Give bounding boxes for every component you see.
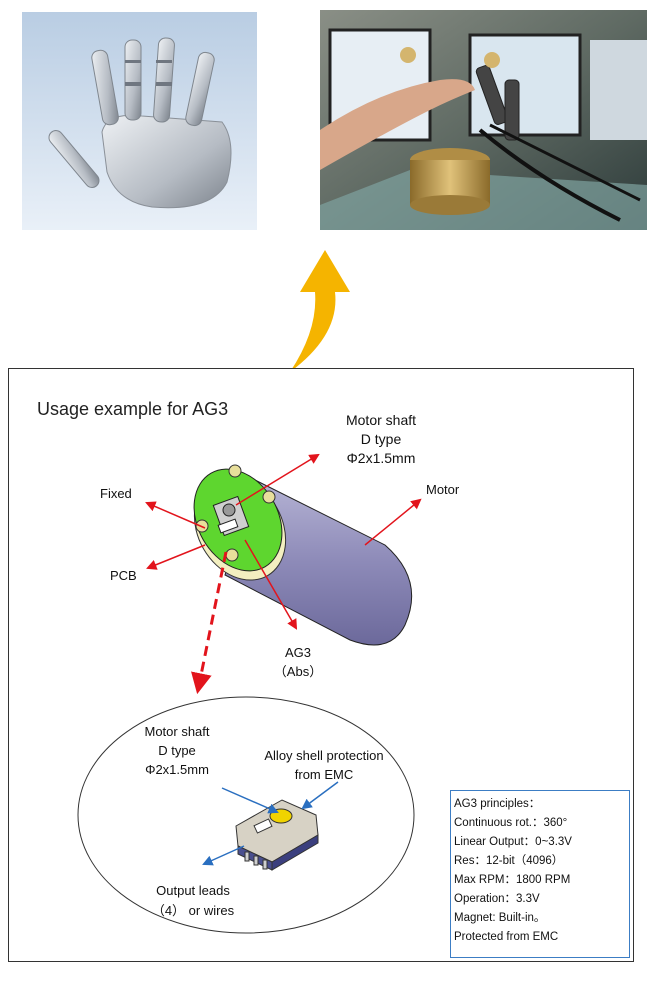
spec-line: AG3 principles： xyxy=(454,798,541,810)
panel-title: Usage example for AG3 xyxy=(37,399,229,419)
spec-line: Linear Output：0~3.3V xyxy=(454,836,572,848)
motor-shaft-bottom-label: Motor shaft D type Φ2x1.5mm xyxy=(144,724,210,777)
pcb-disk xyxy=(193,464,283,572)
motor-label: Motor xyxy=(426,482,460,497)
motor-shaft-top-label: Motor shaft D type Φ2x1.5mm xyxy=(345,412,417,466)
output-leads-label: Output leads （4） or wires xyxy=(151,883,235,918)
spec-line: Res：12-bit（4096） xyxy=(454,855,564,867)
spec-line: Magnet: Built-in。 xyxy=(454,912,546,924)
robot-hand-cad-image xyxy=(22,12,257,230)
specs-box: AG3 principles： Continuous rot.：360° Lin… xyxy=(450,790,630,958)
ag3-chip xyxy=(235,799,319,871)
robot-hand-lab-photo xyxy=(320,10,647,230)
alloy-shell-label: Alloy shell protection from EMC xyxy=(264,748,384,782)
spec-line: Operation：3.3V xyxy=(454,893,540,905)
fixed-label: Fixed xyxy=(100,486,132,501)
pcb-label: PCB xyxy=(110,568,137,583)
ag3-label: AG3 （Abs） xyxy=(273,645,323,679)
spec-line: Protected from EMC xyxy=(454,931,559,943)
spec-line: Continuous rot.：360° xyxy=(454,817,568,829)
spec-line: Max RPM：1800 RPM xyxy=(454,874,571,886)
